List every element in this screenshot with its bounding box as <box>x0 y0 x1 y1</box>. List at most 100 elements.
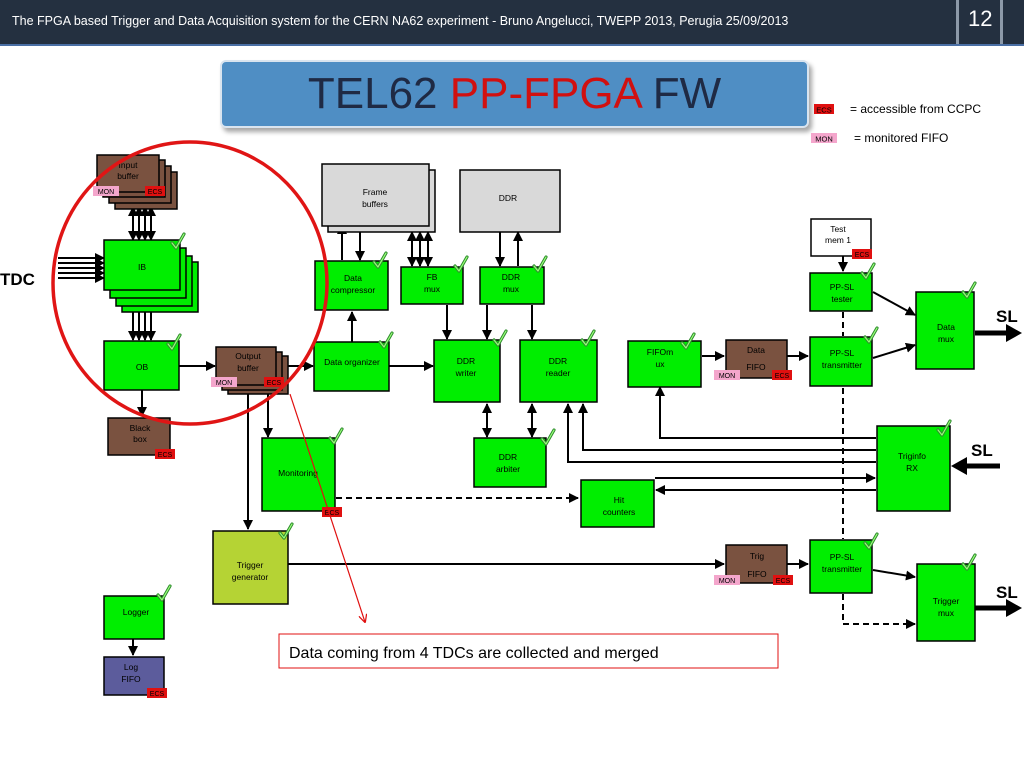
header-underline <box>0 44 1024 46</box>
ppsl-transmitter-2-block <box>809 539 873 594</box>
slide-title-box: TEL62 PP-FPGA FW <box>220 60 809 128</box>
data-fifo-label-1: Data <box>747 345 765 355</box>
data-mux-label-1: Data <box>937 322 955 332</box>
ppsl-tester-label-2: tester <box>831 294 852 304</box>
data-organizer-label: Data organizer <box>324 357 380 367</box>
ppsl-tester-label-1: PP-SL <box>830 282 855 292</box>
frame-buffers-label-1: Frame <box>363 187 388 197</box>
data-fifo-label-2: FIFO <box>746 362 766 372</box>
mon-badge <box>93 186 119 196</box>
data-mux-block <box>915 291 975 370</box>
ecs-badge <box>773 575 793 585</box>
logger-label: Logger <box>123 607 150 617</box>
tdc-label: TDC <box>0 270 35 289</box>
mon-badge-text: MON <box>719 578 735 585</box>
fifomux-label-2: ux <box>656 359 666 369</box>
hit-counters-block <box>580 479 655 528</box>
mon-badge <box>211 377 237 387</box>
frame-buffers-block: Frame buffers <box>321 163 436 233</box>
sl-label-mid: SL <box>971 441 993 460</box>
check-icon <box>328 427 344 445</box>
fifomux-label-1: FIFOm <box>647 347 673 357</box>
input-buffer-label-1: Input <box>119 160 139 170</box>
data-organizer-block <box>313 341 390 392</box>
triginfo-rx-label-1: Triginfo <box>898 451 926 461</box>
ddr-block <box>459 169 561 233</box>
legend-mon-text: = monitored FIFO <box>854 131 948 145</box>
ecs-badge-text: ECS <box>776 578 791 585</box>
ecs-badge-text: ECS <box>150 691 165 698</box>
annotation-box <box>278 633 779 669</box>
header-title: The FPGA based Trigger and Data Acquisit… <box>12 14 789 28</box>
hit-counters-label-1: Hit <box>614 495 625 505</box>
ppsl-transmitter-1-label-1: PP-SL <box>830 348 855 358</box>
data-mux-label-2: mux <box>938 334 955 344</box>
test-mem-label-1: Test <box>830 224 846 234</box>
sl-label-bot: SL <box>996 583 1018 602</box>
black-box-label-1: Black <box>130 423 152 433</box>
mon-badge <box>714 575 740 585</box>
mon-badge-text: MON <box>216 380 232 387</box>
ppsl-tester-block <box>809 272 873 312</box>
slide-title: TEL62 PP-FPGA FW <box>222 66 807 122</box>
ecs-badge-text: ECS <box>267 380 282 387</box>
input-buffer-block: Input buffer <box>96 154 178 210</box>
trigger-generator-label-1: Trigger <box>237 560 264 570</box>
ddr-writer-label-1: DDR <box>457 356 475 366</box>
ecs-badge <box>322 507 342 517</box>
ecs-badge-text: ECS <box>855 252 870 259</box>
trigger-mux-label-2: mux <box>938 608 955 618</box>
ddr-mux-block <box>479 266 545 305</box>
trig-fifo-label-2: FIFO <box>747 569 767 579</box>
black-box-block <box>107 417 171 456</box>
ddr-reader-block <box>519 339 598 403</box>
ecs-badge-text: ECS <box>148 189 163 196</box>
monitoring-label: Monitoring <box>278 468 318 478</box>
output-buffer-label-1: Output <box>235 351 261 361</box>
sl-output-arrows <box>951 324 1022 617</box>
logger-block <box>103 595 165 640</box>
slide-header: The FPGA based Trigger and Data Acquisit… <box>0 0 1024 44</box>
ppsl-transmitter-1-block <box>809 336 873 387</box>
triginfo-rx-label-2: RX <box>906 463 918 473</box>
mon-badge <box>714 370 740 380</box>
ddr-arbiter-label-1: DDR <box>499 452 517 462</box>
page-number: 12 <box>968 6 993 31</box>
trigger-mux-label-1: Trigger <box>933 596 960 606</box>
monitoring-block <box>261 437 336 512</box>
legend-mon-badge <box>811 133 837 143</box>
legend-ecs-badge-text: ECS <box>816 106 831 115</box>
ecs-badge <box>147 688 167 698</box>
log-fifo-block <box>103 656 165 696</box>
ppsl-transmitter-2-label-2: transmitter <box>822 564 862 574</box>
check-icon <box>378 331 394 349</box>
log-fifo-label-2: FIFO <box>121 674 141 684</box>
title-rest: FW <box>640 69 722 118</box>
check-icon <box>492 329 508 347</box>
ob-label: OB <box>136 362 149 372</box>
ddr-reader-label-2: reader <box>546 368 571 378</box>
header-accent-bar <box>956 0 959 44</box>
frame-buffers-label-2: buffers <box>362 199 388 209</box>
ddr-label: DDR <box>499 193 517 203</box>
highlight-circle <box>51 140 329 426</box>
mon-badge-text: MON <box>719 373 735 380</box>
ddr-mux-label-2: mux <box>503 284 520 294</box>
title-highlight: PP-FPGA <box>449 69 641 118</box>
ppsl-transmitter-1-label-2: transmitter <box>822 360 862 370</box>
input-buffer-label-2: buffer <box>117 171 139 181</box>
output-buffer-label-2: buffer <box>237 363 259 373</box>
trigger-mux-block <box>916 563 976 642</box>
fifomux-block <box>627 340 702 388</box>
ob-block <box>103 340 180 391</box>
fb-mux-block <box>400 266 464 305</box>
ecs-badge <box>852 249 872 259</box>
fb-mux-label-1: FB <box>427 272 438 282</box>
ib-label: IB <box>138 262 146 272</box>
mon-badge-text: MON <box>98 189 114 196</box>
black-box-label-2: box <box>133 434 147 444</box>
fb-mux-label-2: mux <box>424 284 441 294</box>
ecs-badge-text: ECS <box>325 510 340 517</box>
title-main: TEL62 <box>307 69 450 118</box>
